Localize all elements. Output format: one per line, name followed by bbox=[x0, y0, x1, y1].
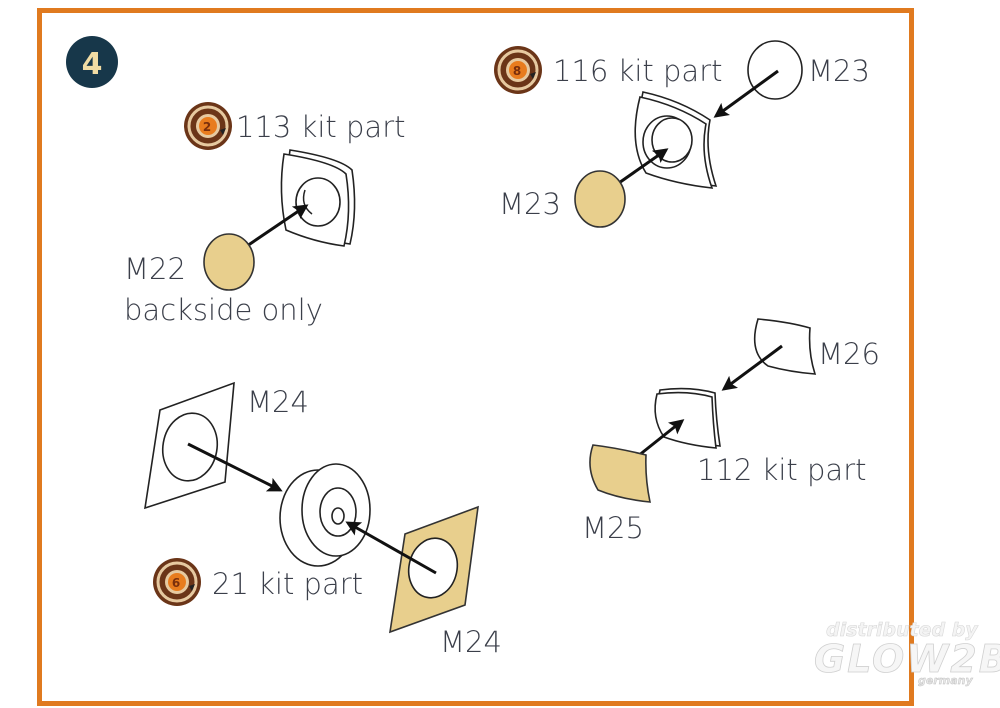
kit-part-21-wheel-shape bbox=[279, 463, 371, 567]
mask-m23-inner-shape bbox=[574, 170, 626, 228]
arrow bbox=[187, 442, 283, 492]
arrow bbox=[615, 148, 669, 187]
step-badge: 4 bbox=[66, 36, 118, 88]
kit-part-badge-icon: 2 bbox=[182, 100, 234, 152]
kit-part-label: 21 kit part bbox=[212, 567, 363, 601]
group-112: M26 112 kit part M25 bbox=[582, 318, 880, 545]
kit-part-badge-icon: 6 bbox=[151, 556, 203, 608]
arrow bbox=[713, 69, 779, 118]
mask-m25-shape bbox=[589, 444, 652, 503]
group-21: M24 M24 6 21 kit part bbox=[144, 381, 502, 659]
mask-m22-shape bbox=[203, 233, 255, 291]
mask-m26-shape bbox=[753, 318, 817, 375]
watermark-line1: distributed by bbox=[826, 619, 979, 641]
mask-label-m26: M26 bbox=[818, 337, 880, 371]
note-backside-only: backside only bbox=[124, 293, 323, 327]
kit-part-112-shape bbox=[654, 387, 721, 449]
mask-label-m23-outer: M23 bbox=[808, 54, 870, 88]
kit-part-label: 116 kit part bbox=[553, 54, 722, 88]
mask-label-m22: M22 bbox=[124, 252, 186, 286]
arrow bbox=[345, 521, 437, 575]
arrow bbox=[721, 344, 783, 391]
kit-part-badge-icon: 8 bbox=[492, 44, 544, 96]
mask-label-m24-back: M24 bbox=[440, 625, 502, 659]
watermark-logo: GLOW2B bbox=[814, 637, 1000, 681]
svg-text:8: 8 bbox=[513, 64, 521, 78]
arrow bbox=[637, 419, 685, 458]
kit-part-116-shape bbox=[634, 91, 718, 189]
group-113: 2 113 kit part M22 backside only bbox=[124, 100, 405, 327]
watermark-line3: germany bbox=[918, 674, 973, 687]
mask-label-m25: M25 bbox=[582, 511, 644, 545]
mask-m23-outer-shape bbox=[747, 40, 803, 100]
svg-text:2: 2 bbox=[203, 120, 211, 134]
kit-part-label: 112 kit part bbox=[697, 453, 866, 487]
group-116: 8 116 kit part M23 M23 bbox=[492, 40, 870, 228]
mask-label-m23-inner: M23 bbox=[499, 187, 561, 221]
kit-part-label: 113 kit part bbox=[236, 110, 405, 144]
mask-label-m24-front: M24 bbox=[247, 385, 309, 419]
step-number: 4 bbox=[82, 47, 103, 82]
svg-text:6: 6 bbox=[172, 576, 180, 590]
kit-part-113-shape bbox=[280, 149, 356, 247]
arrow bbox=[243, 204, 309, 250]
watermark: distributed by GLOW2B germany bbox=[814, 619, 1000, 688]
